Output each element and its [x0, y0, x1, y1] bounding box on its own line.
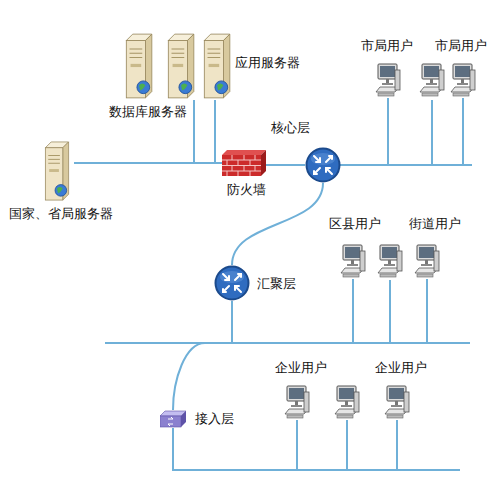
- server-group-symbol: [126, 34, 152, 98]
- device-label: 市局用户: [434, 38, 488, 54]
- pc-icon: [335, 386, 359, 418]
- device-label: 数据库服务器: [108, 104, 188, 120]
- server-node: 国家、省局服务器: [40, 140, 74, 200]
- device-label: 企业用户: [374, 360, 428, 376]
- network-link: [173, 420, 397, 470]
- device-label: 企业用户: [274, 360, 328, 376]
- server-icon: [40, 140, 74, 200]
- server-group-symbol: [168, 34, 194, 98]
- bus-lines: [105, 100, 472, 470]
- pc-symbol: [376, 64, 400, 96]
- device-label: 汇聚层: [256, 276, 297, 292]
- pc-node: 街道用户: [414, 243, 440, 279]
- router-node: 核心层: [305, 147, 341, 183]
- pc-node: 市局用户: [450, 62, 476, 98]
- device-label: 核心层: [270, 120, 311, 136]
- pc-icon: [375, 62, 401, 98]
- pc-node: 市局用户: [375, 62, 401, 98]
- switch-icon: [160, 410, 186, 428]
- pc-symbol: [385, 386, 409, 418]
- pc-symbol: [285, 386, 309, 418]
- device-label: 市局用户: [360, 38, 414, 54]
- firewall-icon: [222, 150, 266, 176]
- device-label: 区县用户: [328, 216, 382, 232]
- network-link: [173, 301, 232, 410]
- pc-icon: [414, 243, 440, 279]
- router-icon: [214, 265, 250, 301]
- pc-icon: [384, 384, 410, 420]
- pc-icon: [378, 245, 402, 277]
- network-link: [215, 100, 222, 163]
- switch-node: 接入层: [160, 410, 186, 428]
- device-label: 防火墙: [226, 182, 267, 198]
- router-symbol: [307, 149, 340, 182]
- server-node: 应用服务器: [200, 30, 230, 100]
- pc-node: 企业用户: [384, 384, 410, 420]
- pc-symbol: [415, 245, 439, 277]
- server-symbol: [204, 34, 230, 98]
- pc-symbol: [341, 245, 365, 277]
- pc-node: 企业用户: [284, 384, 310, 420]
- network-link: [341, 98, 463, 165]
- server-group-icon: [122, 30, 198, 100]
- pc-icon: [284, 384, 310, 420]
- pc-symbol: [451, 64, 475, 96]
- switch-symbol: [160, 411, 186, 427]
- network-link: [194, 100, 222, 163]
- router-icon: [305, 147, 341, 183]
- router-node: 汇聚层: [214, 265, 250, 301]
- pc-icon: [340, 243, 366, 279]
- pc-icon: [420, 64, 444, 96]
- device-label: 接入层: [194, 411, 235, 427]
- pc-icon: [450, 62, 476, 98]
- network-link: [173, 420, 297, 470]
- firewall-symbol: [222, 150, 266, 176]
- device-label: 应用服务器: [234, 55, 301, 71]
- firewall-node: 防火墙: [222, 150, 266, 176]
- server-group-node: 数据库服务器: [122, 30, 198, 100]
- network-link: [341, 98, 388, 165]
- pc-node: 区县用户: [340, 243, 366, 279]
- server-icon: [200, 30, 230, 100]
- network-link: [266, 164, 305, 166]
- device-label: 街道用户: [408, 216, 462, 232]
- device-label: 国家、省局服务器: [8, 206, 114, 222]
- router-symbol: [216, 267, 249, 300]
- server-symbol: [45, 142, 68, 200]
